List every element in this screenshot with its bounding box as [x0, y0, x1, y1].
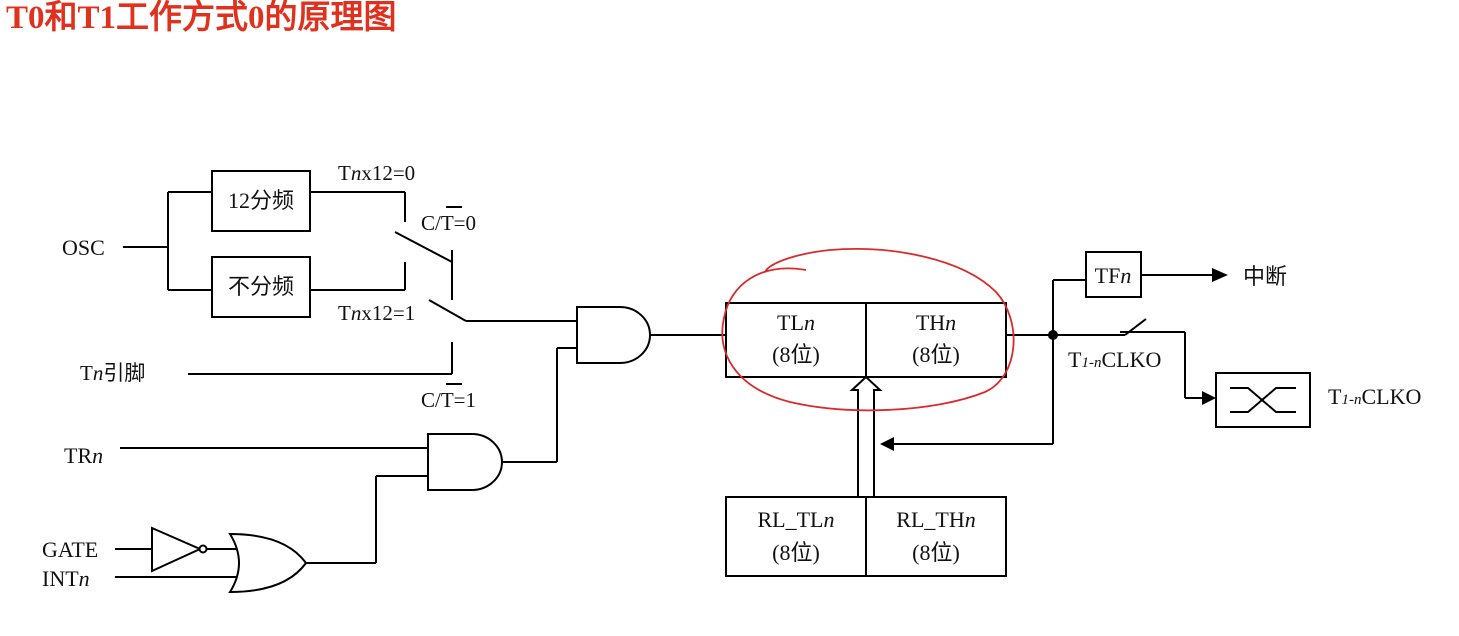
tln-label: TLn [777, 310, 815, 335]
toggle-symbol [1230, 387, 1296, 413]
highlight-circle [721, 248, 1015, 412]
interrupt-label: 中断 [1243, 264, 1287, 289]
clko-arrowhead [1202, 391, 1216, 405]
gate-label: GATE [42, 537, 98, 562]
tnx12-0-label: Tnx12=0 [338, 161, 415, 185]
not-gate-bubble [198, 544, 208, 554]
clko-switch-label: T1-nCLKO [1068, 347, 1161, 372]
tfn-label: TFn [1095, 263, 1132, 288]
feedback-arrowhead [880, 437, 894, 451]
tnx12-1-label: Tnx12=1 [338, 301, 415, 325]
rl-thn-bits: (8位) [912, 540, 960, 565]
rl-thn-label: RL_THn [896, 507, 975, 532]
rl-tln-label: RL_TLn [758, 507, 835, 532]
divide-by-12-label: 12分频 [228, 188, 294, 213]
rl-tln-bits: (8位) [772, 540, 820, 565]
thn-register [865, 302, 1007, 378]
no-divide-box [211, 256, 311, 318]
rl-thn-register [865, 496, 1007, 577]
reload-arrow [849, 375, 883, 497]
or-gate [228, 532, 308, 594]
ct-1-label: C/T=1 [421, 388, 476, 412]
page-title: T0和T1工作方式0的原理图 [6, 0, 397, 36]
prescaler-switch [394, 231, 453, 263]
intn-label: INTn [42, 566, 90, 591]
tln-bits: (8位) [772, 342, 820, 367]
clko-output-label: T1-nCLKO [1328, 384, 1421, 409]
osc-label: OSC [62, 235, 105, 260]
thn-label: THn [916, 310, 956, 335]
ct-0-label: C/T=0 [421, 211, 476, 235]
ct-switch [428, 299, 467, 322]
main-and-gate [576, 306, 651, 364]
not-gate [151, 526, 203, 573]
trn-label: TRn [64, 443, 103, 468]
thn-bits: (8位) [912, 342, 960, 367]
tln-register [725, 302, 867, 378]
rl-tln-register [725, 496, 867, 577]
control-and-gate [427, 433, 503, 491]
divide-by-12-box [211, 170, 311, 232]
interrupt-arrowhead [1212, 268, 1228, 282]
clock-output-box [1215, 372, 1311, 428]
tn-pin-label: Tn引脚 [80, 361, 145, 385]
no-divide-label: 不分频 [228, 274, 294, 299]
